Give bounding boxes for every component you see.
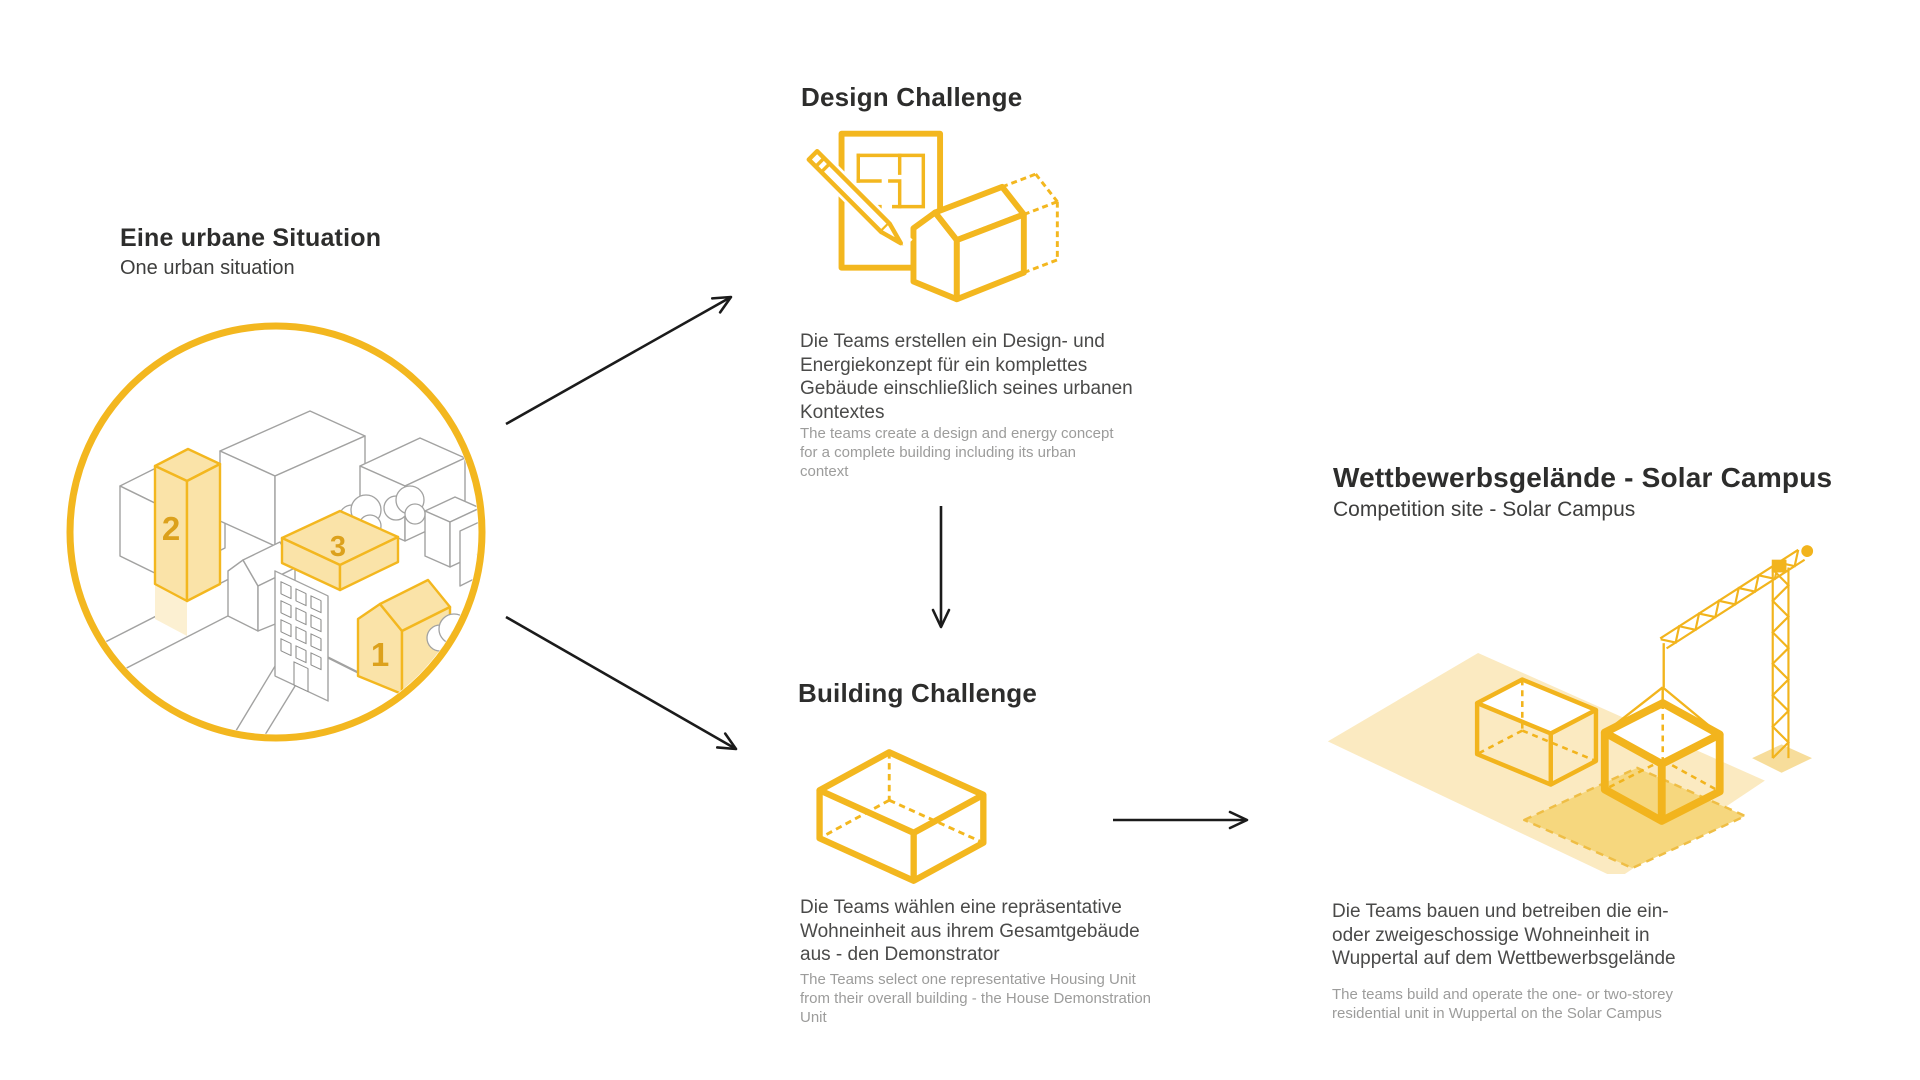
housing-unit-box xyxy=(816,749,987,884)
building-1-label: 1 xyxy=(371,636,389,673)
highlight-building-1: 1 xyxy=(356,578,478,715)
trees-back xyxy=(338,485,426,538)
building-2-label: 2 xyxy=(162,510,180,547)
crane-tower xyxy=(1771,567,1790,759)
pencil-icon xyxy=(799,142,913,255)
gray-city-buildings xyxy=(119,410,478,632)
unit-box-lifted xyxy=(1600,699,1724,825)
design-challenge-icon xyxy=(799,130,1059,303)
competition-site-description-en: The teams build and operate the one- or … xyxy=(1332,986,1674,1023)
circle-frame xyxy=(66,322,486,742)
counterweight-ball xyxy=(1801,545,1814,557)
competition-site-title: Wettbewerbsgelände - Solar Campus xyxy=(1333,462,1833,493)
highlight-building-3: 3 xyxy=(280,509,400,592)
crane-icon xyxy=(1604,545,1814,773)
arrow-to-design-challenge xyxy=(505,295,733,426)
arrow-to-building-challenge xyxy=(505,615,738,751)
building-challenge-icon xyxy=(816,749,987,884)
competition-site-illustration xyxy=(1327,545,1814,874)
highlight-building-2: 2 xyxy=(153,447,222,636)
crane-jib xyxy=(1659,545,1814,650)
competition-site-subtitle: Competition site - Solar Campus xyxy=(1333,498,1636,521)
urban-situation-header: Eine urbane Situation One urban situatio… xyxy=(120,224,381,280)
building-3-label: 3 xyxy=(330,531,346,563)
unit-box-placed xyxy=(1474,677,1599,787)
house-volume xyxy=(910,183,1027,303)
urban-situation-subtitle: One urban situation xyxy=(120,257,295,279)
design-challenge-title: Design Challenge xyxy=(801,82,1023,112)
hidden-edges xyxy=(818,752,984,845)
crane-base xyxy=(1752,744,1813,773)
building-challenge-description-en: The Teams select one representative Hous… xyxy=(800,971,1151,1027)
building-challenge-title: Building Challenge xyxy=(798,678,1038,708)
competition-site-description-de: Die Teams bauen und betreiben die ein- o… xyxy=(1332,901,1676,970)
site-ground xyxy=(1327,652,1765,874)
urban-situation-title: Eine urbane Situation xyxy=(120,224,382,252)
facade-windows xyxy=(280,581,322,693)
building-challenge-description-de: Die Teams wählen eine repräsentative Woh… xyxy=(800,897,1140,966)
urban-situation-illustration: 2 3 xyxy=(66,322,486,742)
crane-rigging xyxy=(1604,686,1721,764)
competition-site-header: Wettbewerbsgelände - Solar Campus Compet… xyxy=(1333,462,1832,522)
design-challenge-description-en: The teams create a design and energy con… xyxy=(800,425,1114,481)
facade-building xyxy=(274,570,329,702)
design-challenge-description-de: Die Teams erstellen ein Design- und Ener… xyxy=(800,331,1133,423)
building-plot xyxy=(1523,766,1747,870)
